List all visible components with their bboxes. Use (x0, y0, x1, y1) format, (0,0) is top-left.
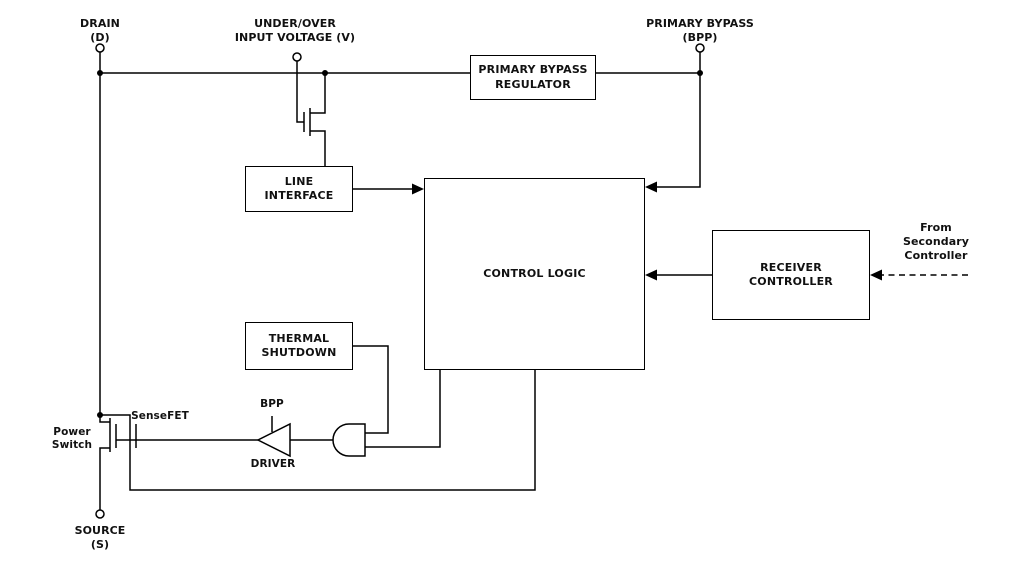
arrow-receiver-into-control (645, 269, 657, 281)
annotation-line: DRIVER (250, 458, 296, 470)
terminal-label-line: PRIMARY BYPASS (646, 17, 754, 30)
block-label: RECEIVER (760, 260, 822, 274)
from-secondary-controller-label: From Secondary Controller (903, 221, 969, 263)
driver-label: DRIVER (251, 458, 296, 471)
block-label: LINE (284, 174, 314, 188)
block-label: THERMAL (268, 331, 330, 345)
source-terminal-circle (95, 509, 105, 519)
block-line-interface: LINE INTERFACE (245, 166, 353, 212)
drain-terminal-label: DRAIN (D) (80, 17, 120, 45)
annotation-line: Secondary (902, 234, 970, 248)
terminal-label-line: DRAIN (80, 17, 120, 30)
junction-dot (97, 70, 103, 76)
wire-powerfet-to-source (99, 447, 110, 510)
block-label: INTERFACE (264, 189, 334, 202)
block-primary-bypass-regulator: PRIMARY BYPASS REGULATOR (470, 55, 596, 100)
sensefet-label: SenseFET (131, 410, 189, 423)
wire-drain-to-powerfet (99, 73, 110, 423)
annotation-line: BPP (260, 398, 284, 410)
input-voltage-terminal-circle (292, 52, 302, 62)
hv-mosfet-drain-lead (310, 73, 326, 114)
terminal-label-line: (D) (90, 30, 110, 44)
bpp-driver-label: BPP (260, 398, 284, 411)
block-receiver-controller: RECEIVER CONTROLLER (712, 230, 870, 320)
input-voltage-terminal-label: UNDER/OVER INPUT VOLTAGE (V) (235, 17, 355, 45)
terminal-circles (95, 43, 705, 519)
arrow-lineinterface-into-control (412, 183, 424, 195)
wire-bpp-to-control (656, 52, 701, 188)
wire-thermal-to-and (353, 345, 389, 434)
junction-dot (322, 70, 328, 76)
terminal-label-line: SOURCE (74, 524, 126, 537)
source-terminal-label: SOURCE (S) (75, 524, 126, 552)
terminal-label-line: (S) (90, 537, 110, 551)
block-thermal-shutdown: THERMAL SHUTDOWN (245, 322, 353, 370)
hv-mosfet-source-lead (310, 130, 326, 166)
annotation-line: Power (53, 426, 91, 438)
wire-sensefet-drain (100, 414, 131, 418)
junction-dot (697, 70, 703, 76)
wire-control-to-and (365, 370, 441, 448)
bpp-terminal-label: PRIMARY BYPASS (BPP) (646, 17, 754, 45)
bpp-terminal-circle (695, 43, 705, 53)
arrow-bpp-into-control (645, 181, 657, 193)
terminal-label-line: UNDER/OVER (254, 17, 336, 30)
wire-drain-rail (99, 52, 470, 74)
wire-v-to-gate (296, 61, 304, 123)
block-label: PRIMARY BYPASS (478, 63, 588, 77)
annotation-line: Controller (904, 248, 968, 262)
block-label: SHUTDOWN (261, 346, 337, 359)
driver-triangle (256, 422, 291, 458)
block-label: CONTROL LOGIC (483, 266, 586, 280)
junction-dot (97, 412, 103, 418)
wire-sense-feedback (129, 370, 536, 491)
power-switch-label: Power Switch (52, 426, 92, 453)
junction-dots (97, 70, 703, 418)
block-control-logic: CONTROL LOGIC (424, 178, 645, 370)
block-label: CONTROLLER (749, 275, 833, 288)
and-gate (332, 423, 366, 457)
annotation-line: From (920, 221, 952, 234)
terminal-label-line: (BPP) (682, 30, 718, 44)
drain-terminal-circle (95, 43, 105, 53)
block-label: REGULATOR (495, 77, 571, 91)
terminal-label-line: INPUT VOLTAGE (V) (234, 30, 356, 44)
arrowheads (412, 181, 882, 281)
annotation-line: SenseFET (131, 410, 189, 422)
annotation-line: Switch (51, 439, 93, 452)
arrow-secondary-into-receiver (870, 269, 882, 281)
